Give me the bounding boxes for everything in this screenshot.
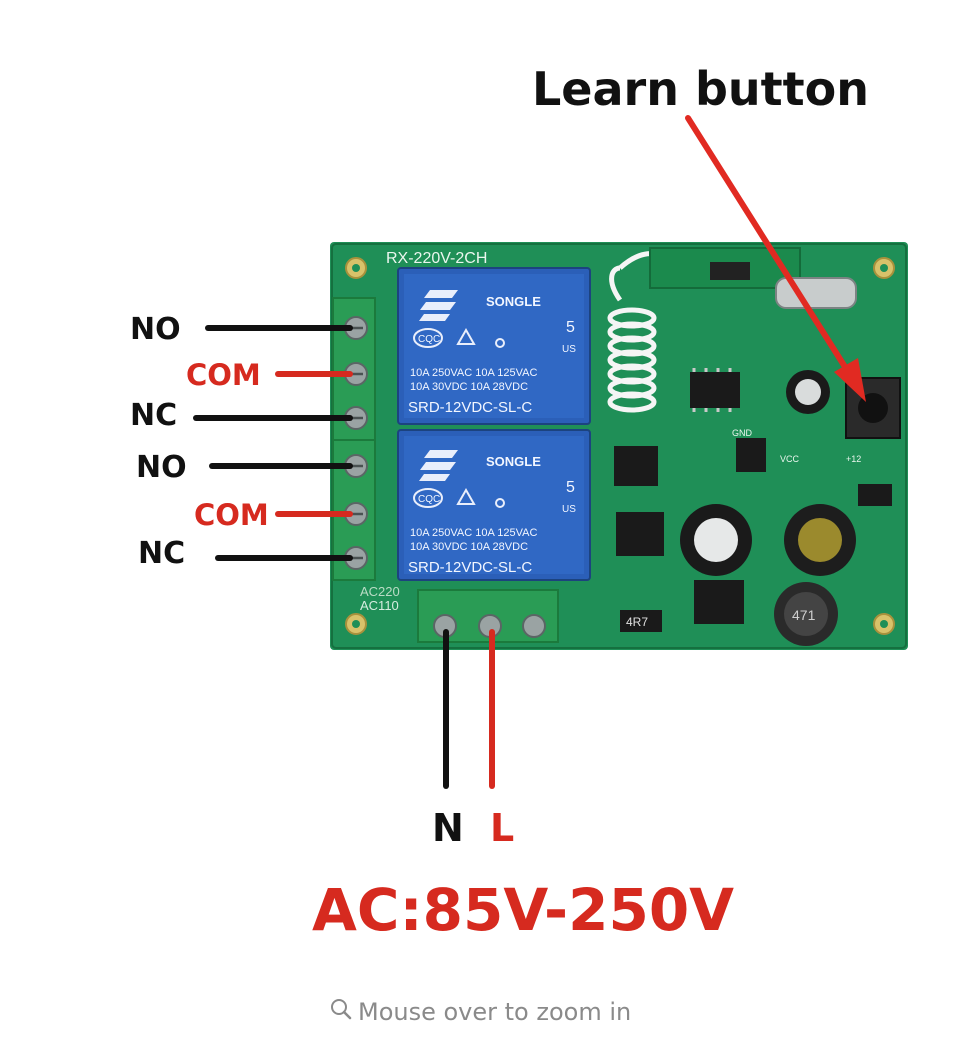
relay-1-model: SRD-12VDC-SL-C	[408, 399, 532, 416]
relay-1-spec-1: 10A 250VAC 10A 125VAC	[410, 367, 537, 379]
relay-2-model: SRD-12VDC-SL-C	[408, 559, 532, 576]
terminal-label-nc-2: NC	[138, 536, 186, 571]
left-wires	[193, 325, 353, 561]
relay-2-us: US	[562, 504, 576, 515]
zoom-hint[interactable]: Mouse over to zoom in	[330, 998, 631, 1026]
terminal-label-no-1: NO	[130, 312, 181, 347]
voltage-range: AC:85V-250V	[312, 876, 735, 944]
silk-gnd: GND	[732, 428, 753, 438]
ic-chips	[614, 372, 892, 624]
terminal-label-no-2: NO	[136, 450, 187, 485]
relay-1-cert: CQC	[418, 334, 440, 345]
relay-1-brand: SONGLE	[486, 294, 541, 309]
silk-vcc: VCC	[780, 454, 800, 464]
silk-plus12: +12	[846, 454, 861, 464]
terminal-label-com-1: COM	[186, 358, 261, 392]
relay-2-spec-2: 10A 30VDC 10A 28VDC	[410, 541, 528, 553]
relay-2-number: 5	[566, 479, 575, 496]
silk-ac110: AC110	[360, 598, 399, 613]
terminal-label-nc-1: NC	[130, 398, 178, 433]
mounting-holes	[345, 257, 895, 635]
inductor-code: 471	[792, 607, 816, 623]
relay-1-spec-2: 10A 30VDC 10A 28VDC	[410, 381, 528, 393]
terminal-label-l: L	[490, 806, 515, 850]
capacitors	[680, 370, 856, 576]
relay-1-number: 5	[566, 319, 575, 336]
terminal-label-n: N	[432, 806, 464, 850]
magnifier-icon	[330, 998, 352, 1026]
resistor-code: 4R7	[626, 615, 648, 629]
zoom-hint-text: Mouse over to zoom in	[358, 998, 632, 1026]
learn-arrow	[685, 115, 866, 402]
learn-button-label: Learn button	[532, 62, 870, 116]
crystal	[775, 277, 857, 309]
terminal-label-com-2: COM	[194, 498, 269, 532]
relay-1-us: US	[562, 344, 576, 355]
silk-ac220: AC220	[360, 584, 400, 599]
bottom-wires	[443, 629, 495, 789]
relay-2-brand: SONGLE	[486, 454, 541, 469]
resistor	[620, 610, 662, 632]
relay-2-spec-1: 10A 250VAC 10A 125VAC	[410, 527, 537, 539]
antenna-coil	[607, 251, 663, 413]
bottom-terminal-screws	[433, 614, 546, 638]
relay-2-cert: CQC	[418, 494, 440, 505]
board-model-text: RX-220V-2CH	[386, 250, 487, 267]
